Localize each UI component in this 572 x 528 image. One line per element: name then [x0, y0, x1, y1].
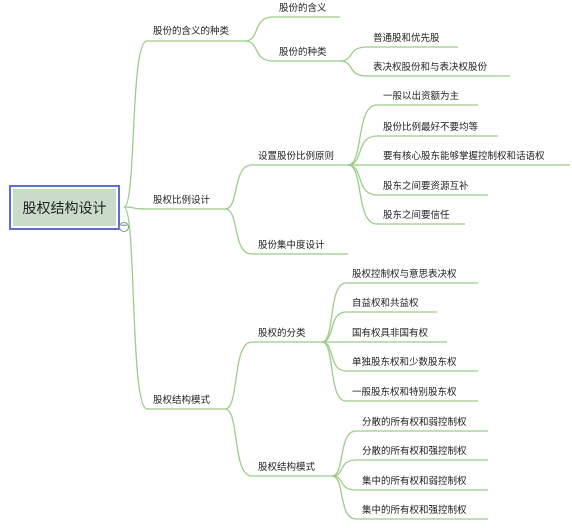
node-leaf[interactable]: 要有核心股东能够掌握控制权和话语权 — [383, 151, 545, 162]
connector-line — [244, 40, 274, 62]
node-leaf[interactable]: 股东之间要信任 — [383, 210, 450, 221]
node-equity-structure-mode[interactable]: 股权结构模式 — [153, 395, 211, 406]
connector-line — [123, 206, 148, 210]
connector-line — [347, 135, 378, 166]
node-share-types[interactable]: 股份的种类 — [279, 47, 327, 58]
node-concentration-design[interactable]: 股份集中度设计 — [258, 240, 325, 251]
connector-line — [347, 164, 378, 225]
root-node-label: 股权结构设计 — [22, 200, 107, 217]
node-leaf[interactable]: 股份比例最好不要均等 — [383, 122, 479, 133]
node-leaf[interactable]: 自益权和共益权 — [352, 298, 419, 309]
connector-line — [224, 408, 253, 477]
connector-line — [321, 282, 347, 343]
connector-line — [331, 459, 357, 477]
node-leaf[interactable]: 国有权具非国有权 — [352, 328, 429, 339]
connector-line — [224, 164, 253, 210]
connector-line — [331, 475, 357, 520]
connector-line — [321, 311, 347, 343]
node-leaf[interactable]: 一般股东权和特别股东权 — [352, 387, 457, 398]
collapse-toggle-icon[interactable]: − — [119, 221, 129, 232]
connector-line — [339, 46, 368, 62]
root-node[interactable]: 股权结构设计 — [9, 185, 120, 230]
node-share-meaning-types[interactable]: 股份的含义的种类 — [153, 26, 230, 37]
node-leaf[interactable]: 表决权股份和与表决权股份 — [373, 62, 488, 73]
connector-line — [123, 40, 148, 208]
node-leaf[interactable]: 一般以出资额为主 — [383, 91, 460, 102]
connector-line — [339, 60, 368, 77]
node-leaf[interactable]: 股东之间要资源互补 — [383, 181, 469, 192]
connector-line — [347, 104, 378, 166]
connector-line — [321, 341, 347, 402]
node-equity-classification[interactable]: 股权的分类 — [258, 328, 306, 339]
connector-line — [244, 16, 274, 42]
connector-line — [347, 164, 378, 196]
connector-line — [331, 430, 357, 477]
node-leaf[interactable]: 股权控制权与意思表决权 — [352, 269, 457, 280]
node-equity-ratio-design[interactable]: 股权比例设计 — [153, 195, 211, 206]
node-leaf[interactable]: 集中的所有权和强控制权 — [362, 505, 467, 516]
connector-line — [224, 341, 253, 410]
connector-line — [224, 208, 253, 255]
node-structure-mode[interactable]: 股权结构模式 — [258, 462, 316, 473]
connector-line — [321, 341, 347, 372]
node-leaf[interactable]: 分散的所有权和强控制权 — [362, 446, 467, 457]
node-ratio-principles[interactable]: 设置股份比例原则 — [258, 151, 335, 162]
connector-line — [123, 206, 148, 410]
node-leaf[interactable]: 集中的所有权和弱控制权 — [362, 476, 467, 487]
node-leaf[interactable]: 单独股东权和少数股东权 — [352, 357, 457, 368]
node-leaf[interactable]: 分散的所有权和弱控制权 — [362, 417, 467, 428]
node-share-meaning[interactable]: 股份的含义 — [279, 3, 327, 14]
node-leaf[interactable]: 普通股和优先股 — [373, 33, 440, 44]
